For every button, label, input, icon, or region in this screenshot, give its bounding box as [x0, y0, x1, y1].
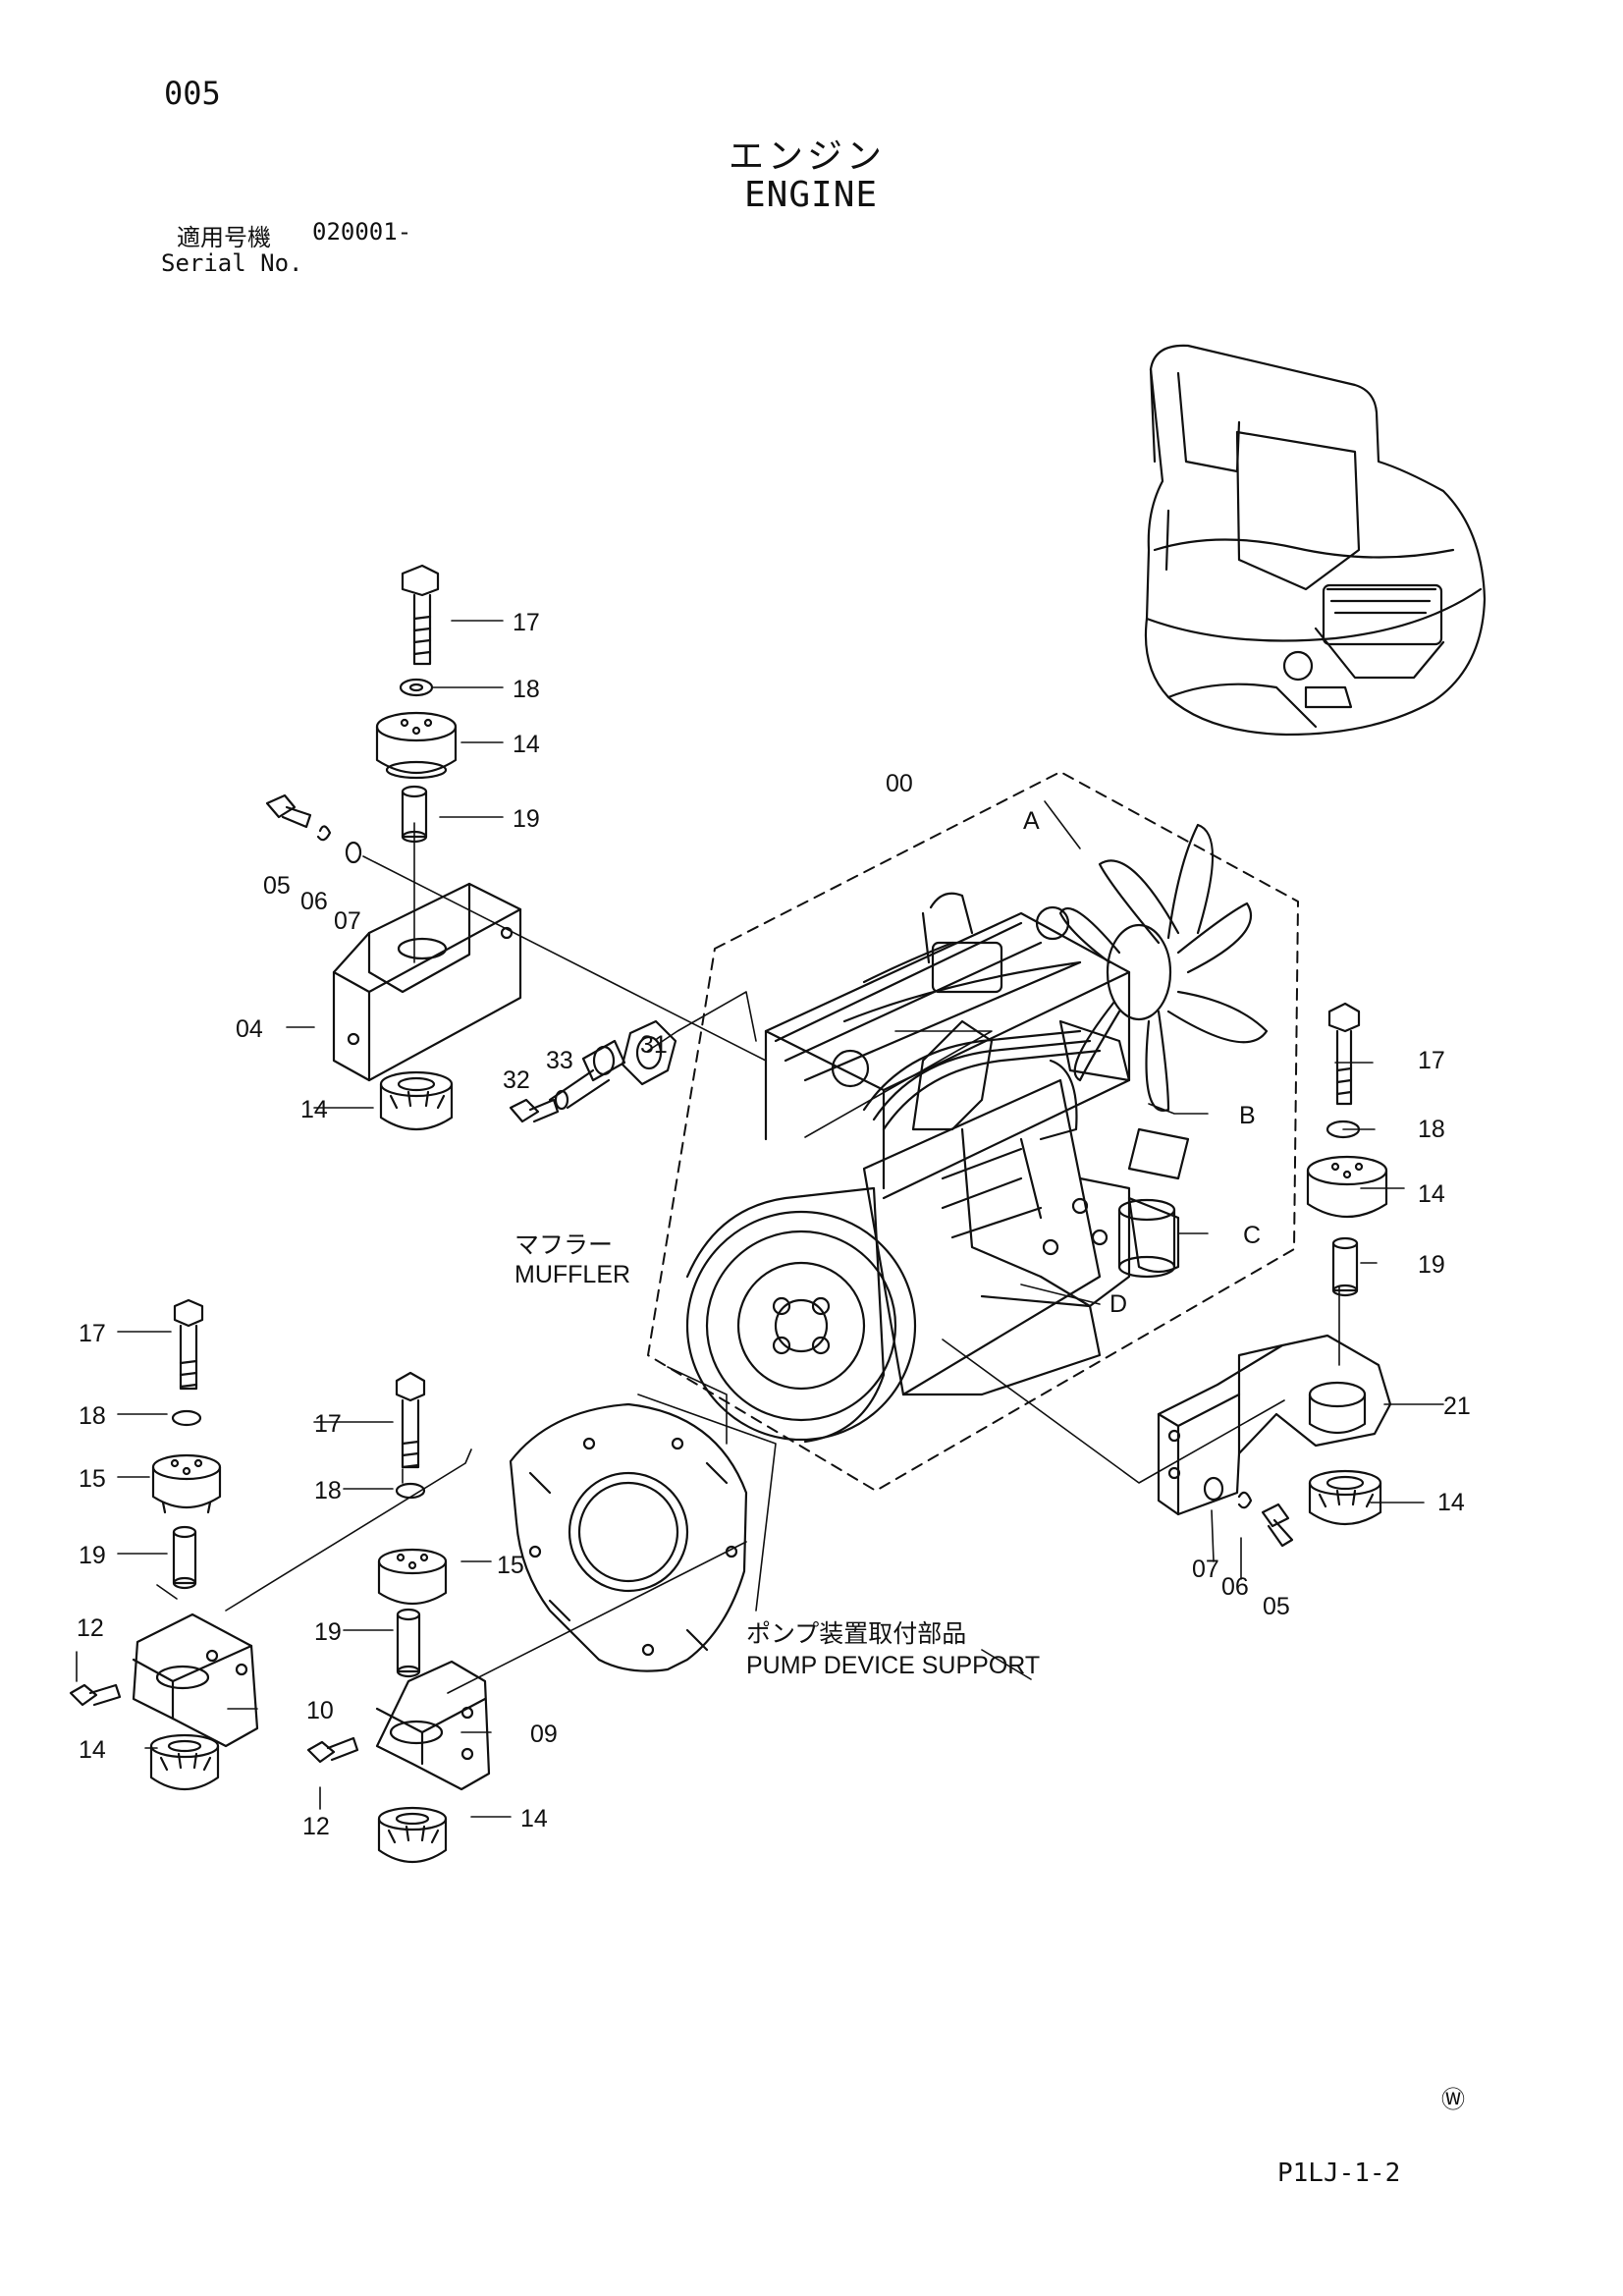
label-part-d: D — [1109, 1290, 1127, 1318]
label-part-04: 04 — [236, 1015, 263, 1043]
label-part-05-a: 05 — [263, 872, 291, 900]
rubber-mount-14-right-bottom — [1308, 1469, 1382, 1526]
page-number: 005 — [164, 75, 221, 112]
label-part-12-b: 12 — [302, 1813, 330, 1840]
lock-washer-06-left — [316, 825, 332, 842]
label-part-15-a: 15 — [79, 1465, 106, 1493]
bolt-05-left — [265, 793, 312, 829]
sleeve-19-lower-center — [396, 1608, 421, 1678]
pump-support-label-en: PUMP DEVICE SUPPORT — [746, 1652, 1040, 1679]
label-part-14-e: 14 — [79, 1736, 106, 1764]
rubber-mount-14-lower-left — [149, 1733, 220, 1790]
bolt-17-right — [1327, 1002, 1361, 1106]
label-part-09: 09 — [530, 1721, 558, 1748]
label-part-32: 32 — [503, 1066, 530, 1094]
engine-block — [685, 892, 1190, 1444]
engine-assembly-boundary — [647, 771, 1299, 1492]
label-part-18-a: 18 — [513, 676, 540, 703]
washer-18-lower-left — [171, 1409, 202, 1427]
label-part-00: 00 — [886, 770, 913, 797]
label-part-33: 33 — [546, 1047, 573, 1074]
muffler-pipe — [548, 1039, 626, 1110]
label-part-10: 10 — [306, 1697, 334, 1724]
sheet-code: P1LJ-1-2 — [1277, 2159, 1401, 2188]
rubber-mount-14-lower-center — [377, 1806, 448, 1863]
washer-18-lower-center — [395, 1482, 426, 1500]
page-title-en: ENGINE — [744, 175, 879, 215]
label-part-06-b: 06 — [1221, 1573, 1249, 1601]
leader-lines — [76, 620, 1444, 1818]
label-part-b: B — [1239, 1102, 1256, 1129]
label-part-18-d: 18 — [314, 1477, 342, 1504]
label-part-14-d: 14 — [1437, 1489, 1465, 1516]
rubber-mount-14-left — [379, 1070, 454, 1131]
washer-07-right — [1203, 1476, 1224, 1502]
label-part-05-b: 05 — [1263, 1593, 1290, 1620]
label-part-15-b: 15 — [497, 1552, 524, 1579]
sleeve-19-lower-left — [172, 1525, 197, 1590]
callout-labels: 00 A B C D 17 18 14 19 05 06 07 04 14 32… — [77, 609, 1471, 1840]
washer-07-left — [345, 841, 362, 864]
label-part-18-c: 18 — [79, 1402, 106, 1430]
label-part-17-b: 17 — [1418, 1047, 1445, 1074]
washer-18-right — [1325, 1120, 1361, 1139]
washer-18-top-hole — [408, 683, 424, 692]
label-part-19-d: 19 — [314, 1618, 342, 1646]
muffler-label-jp: マフラー — [514, 1230, 613, 1259]
rubber-mount-14-top — [375, 711, 458, 780]
label-part-19-c: 19 — [79, 1542, 106, 1569]
serial-number: 020001- — [312, 218, 412, 246]
bracket-04 — [332, 882, 522, 1082]
bolt-12-center — [306, 1736, 359, 1764]
muffler-label-en: MUFFLER — [514, 1261, 630, 1288]
label-part-c: C — [1243, 1222, 1261, 1249]
watermark-symbol: Ⓦ — [1441, 2086, 1465, 2113]
page-title-jp: エンジン — [729, 137, 887, 177]
label-part-14-b: 14 — [300, 1096, 328, 1123]
pump-device-support-housing — [509, 1402, 748, 1672]
label-part-17-a: 17 — [513, 609, 540, 636]
lock-washer-06-right — [1237, 1491, 1253, 1509]
label-part-17-c: 17 — [79, 1320, 106, 1347]
rubber-mount-15-lower-center — [377, 1548, 448, 1605]
label-part-07-b: 07 — [1192, 1556, 1219, 1583]
machine-location-inset — [1144, 344, 1487, 737]
bolt-05-right — [1261, 1503, 1294, 1548]
sleeve-19-top — [401, 785, 428, 844]
bolt-17-lower-left — [173, 1298, 204, 1391]
oil-filter — [1117, 1198, 1176, 1279]
serial-label-jp: 適用号機 — [177, 224, 271, 251]
label-part-06-a: 06 — [300, 888, 328, 915]
label-part-18-b: 18 — [1418, 1116, 1445, 1143]
washer-33 — [554, 1089, 569, 1111]
label-part-19-b: 19 — [1418, 1251, 1445, 1279]
label-part-14-f: 14 — [520, 1805, 548, 1832]
cooling-fan — [1058, 823, 1269, 1112]
bracket-10 — [132, 1613, 259, 1748]
rubber-mount-15-lower-left — [151, 1453, 222, 1514]
bolt-17-top — [401, 564, 440, 666]
bolt-32 — [509, 1098, 560, 1123]
serial-label-en: Serial No. — [161, 249, 303, 277]
bolt-17-lower-center — [395, 1371, 426, 1469]
label-part-31: 31 — [640, 1031, 668, 1059]
bolt-12-left — [69, 1683, 122, 1707]
label-part-21: 21 — [1443, 1393, 1471, 1420]
pump-support-label-jp: ポンプ装置取付部品 — [746, 1619, 966, 1648]
label-part-12-a: 12 — [77, 1614, 104, 1642]
label-part-14-a: 14 — [513, 731, 540, 758]
label-part-14-c: 14 — [1418, 1180, 1445, 1208]
rubber-mount-14-right-top — [1306, 1155, 1388, 1219]
injection-pipes — [862, 1019, 1131, 1131]
bracket-21 — [1157, 1334, 1392, 1516]
label-part-a: A — [1023, 807, 1040, 835]
label-part-07-a: 07 — [334, 907, 361, 935]
label-part-19-a: 19 — [513, 805, 540, 833]
bracket-09 — [375, 1660, 491, 1791]
washer-18-top — [399, 678, 434, 697]
label-part-17-d: 17 — [314, 1410, 342, 1438]
sleeve-19-right — [1331, 1236, 1359, 1297]
